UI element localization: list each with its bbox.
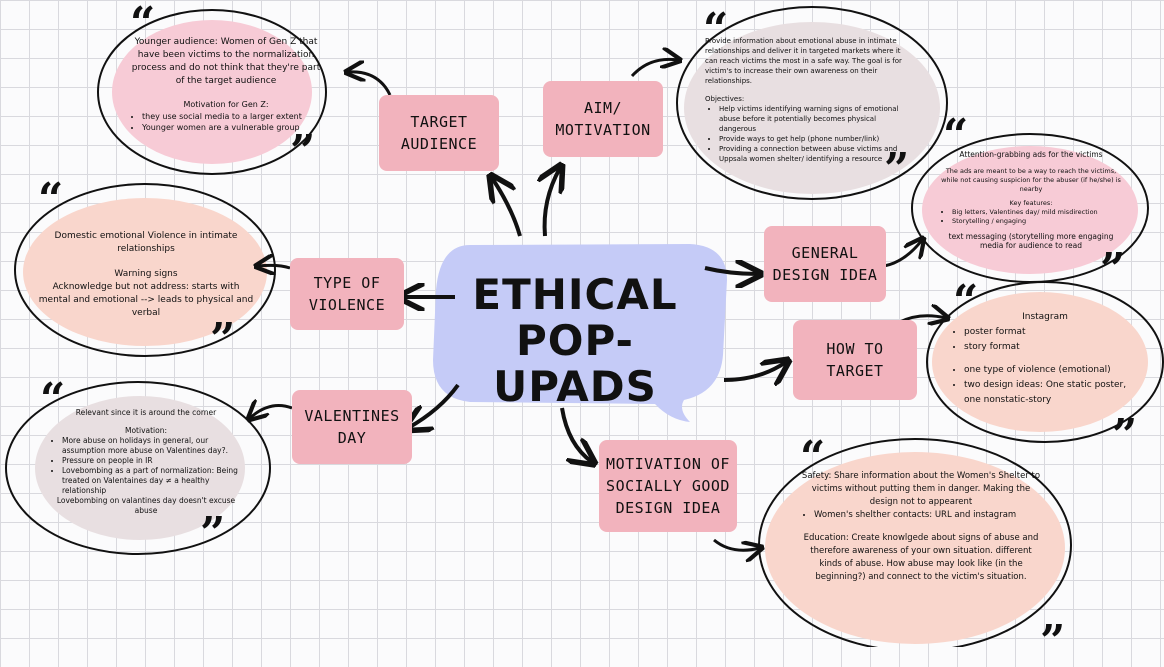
list-item: Provide ways to get help (phone number/l… (719, 134, 911, 144)
target-audience-bubble-fill (112, 20, 312, 164)
open-quote-icon: “ (40, 374, 66, 425)
arrow-valentines-to-bubble (250, 406, 293, 418)
bubble-subtitle: Key features: (1009, 199, 1053, 207)
close-quote-icon: ” (1112, 410, 1138, 461)
bubble-subtitle: Objectives: (705, 95, 745, 103)
list-item: Lovebombing as a part of normalization: … (62, 466, 244, 496)
bubble-how-to-target: Instagram poster format story format one… (950, 310, 1140, 408)
bubble-lead: Instagram (1022, 312, 1068, 322)
valentines-bubble-outline (5, 381, 271, 555)
list-item: Women's shelther contacts: URL and insta… (814, 509, 1042, 522)
list-item: Big letters, Valentines day/ mild misdir… (952, 208, 1124, 217)
bubble-footer: Lovebombing on valantines day doesn't ex… (56, 496, 236, 515)
bubble-lead: Domestic emotional Violence in intimate … (54, 231, 238, 254)
list-item: Help victims identifying warning signs o… (719, 104, 911, 134)
bubble-subtitle: Warning signs (114, 269, 178, 279)
central-title-line1: ETHICAL (472, 270, 678, 319)
aim-bubble-outline (676, 6, 948, 200)
bubble-valentines: Relevant since it is around the corner M… (48, 408, 244, 516)
list-item: Providing a connection between abuse vic… (719, 144, 911, 164)
list-item: they use social media to a larger extent (142, 111, 324, 122)
bubble-violence: Domestic emotional Violence in intimate … (36, 230, 256, 320)
arrow-to-aim (545, 168, 560, 237)
close-quote-icon: ” (200, 508, 226, 559)
node-type-of-violence: TYPE OF VIOLENCE (290, 258, 404, 330)
open-quote-icon: “ (703, 4, 729, 55)
bubble-lead: Younger audience: Women of Gen Z that ha… (131, 37, 321, 86)
mindmap-shapes (5, 6, 1164, 647)
node-how-to-target: HOW TO TARGET (793, 320, 917, 400)
open-quote-icon: “ (38, 174, 64, 225)
list-item: two design ideas: One static poster, one… (964, 378, 1140, 408)
how-to-target-bubble-fill (932, 292, 1148, 432)
valentines-bubble-fill (35, 396, 245, 540)
close-quote-icon: ” (1040, 616, 1066, 667)
bubble-lead: Attention-grabbing ads for the victims (959, 150, 1103, 159)
arrow-to-how-to-target (723, 362, 786, 380)
arrow-to-valentines (408, 383, 460, 428)
list-item: story format (964, 340, 1140, 355)
arrow-violence-to-bubble (258, 265, 291, 268)
violence-bubble-fill (23, 198, 267, 346)
list-item: Younger women are a vulnerable group (142, 122, 324, 133)
socially-good-bubble-fill (765, 452, 1065, 644)
arrow-to-target-audience (492, 178, 522, 237)
bubble-detail: Acknowledge but not address: starts with… (38, 282, 254, 318)
central-speech-bubble (433, 244, 727, 422)
bubble-lead: Provide information about emotional abus… (705, 37, 902, 85)
arrow-to-general-design (704, 268, 758, 274)
close-quote-icon: ” (884, 144, 910, 195)
bubble-lead: Relevant since it is around the corner (75, 408, 217, 417)
arrow-general-design-to-bubble (883, 240, 922, 268)
bubble-detail: The ads are meant to be a way to reach t… (941, 167, 1121, 193)
arrow-socially-good-to-bubble (713, 538, 760, 550)
general-design-bubble-fill (922, 146, 1138, 274)
node-valentines-day: VALENTINES DAY (292, 390, 412, 464)
bubble-subtitle: Motivation: (124, 426, 167, 435)
open-quote-icon: “ (130, 0, 156, 49)
list-item: one type of violence (emotional) (964, 363, 1140, 378)
node-aim-motivation: AIM/ MOTIVATION (543, 81, 663, 157)
central-title-line2: POP-UPADS (493, 316, 657, 411)
node-general-design-idea: GENERAL DESIGN IDEA (764, 226, 886, 302)
aim-bubble-fill (684, 22, 940, 194)
bubble-subtitle: Motivation for Gen Z: (183, 100, 269, 109)
close-quote-icon: ” (290, 126, 316, 177)
close-quote-icon: ” (210, 314, 236, 365)
open-quote-icon: “ (953, 276, 979, 327)
arrow-to-socially-good (560, 407, 592, 462)
bubble-socially-good: Safety: Share information about the Wome… (800, 470, 1042, 584)
bubble-footer: text messaging (storytelling more engagi… (948, 232, 1114, 250)
bubble-safety: Safety: Share information about the Wome… (801, 471, 1041, 507)
open-quote-icon: “ (800, 432, 826, 483)
close-quote-icon: ” (1100, 244, 1126, 295)
target-audience-bubble-outline (97, 9, 327, 175)
list-item: Storytelling / engaging (952, 217, 1124, 226)
arrow-target-audience-to-bubble (348, 72, 392, 96)
bubble-aim: Provide information about emotional abus… (705, 36, 911, 164)
bubble-target-audience: Younger audience: Women of Gen Z that ha… (128, 36, 324, 133)
open-quote-icon: “ (943, 110, 969, 161)
node-target-audience: TARGET AUDIENCE (379, 95, 499, 171)
bubble-general-design: Attention-grabbing ads for the victims T… (938, 150, 1124, 250)
bubble-education: Education: Create knowlgede about signs … (803, 533, 1039, 582)
arrow-aim-to-bubble (630, 59, 678, 78)
list-item: More abuse on holidays in general, our a… (62, 436, 244, 456)
central-title: ETHICAL POP-UPADS (440, 272, 710, 410)
list-item: poster format (964, 325, 1140, 340)
list-item: Pressure on people in IR (62, 456, 244, 466)
how-to-target-bubble-outline (926, 281, 1164, 443)
node-motivation-socially-good: MOTIVATION OF SOCIALLY GOOD DESIGN IDEA (599, 440, 737, 532)
